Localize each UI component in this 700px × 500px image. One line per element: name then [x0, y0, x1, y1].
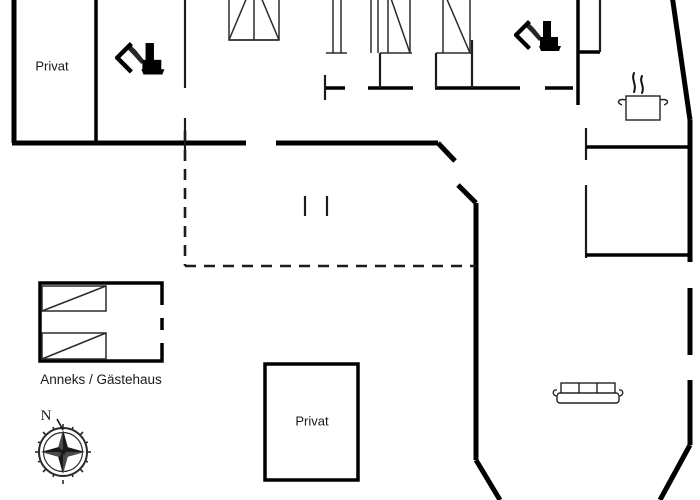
window-1 [326, 0, 347, 54]
compass-rose-icon [35, 418, 91, 484]
privat-label-bottom: Privat [295, 413, 329, 428]
sofa-icon [552, 382, 624, 404]
top-openings [228, 0, 472, 54]
terrace-dashed-outline [183, 131, 476, 268]
door-swing-2 [370, 0, 412, 54]
annex-label: Anneks / Gästehaus [40, 372, 162, 387]
right-wing-walls [576, 0, 690, 258]
compass-north-label: N [41, 408, 52, 424]
upper-corridor-walls [323, 40, 573, 100]
annex-guesthouse-block [38, 281, 165, 363]
shower-toilet-icon [115, 42, 165, 75]
privat-label-top-left: Privat [35, 58, 69, 73]
privat-room-bottom-box [263, 362, 360, 482]
shower-toilet-icon-2 [514, 20, 561, 51]
terrace-gate-marks [303, 196, 329, 216]
door-swing-3 [436, 0, 472, 54]
double-door-swing-1 [228, 0, 280, 41]
cooking-pot-icon [617, 72, 669, 121]
outer-walls [11, 0, 693, 500]
